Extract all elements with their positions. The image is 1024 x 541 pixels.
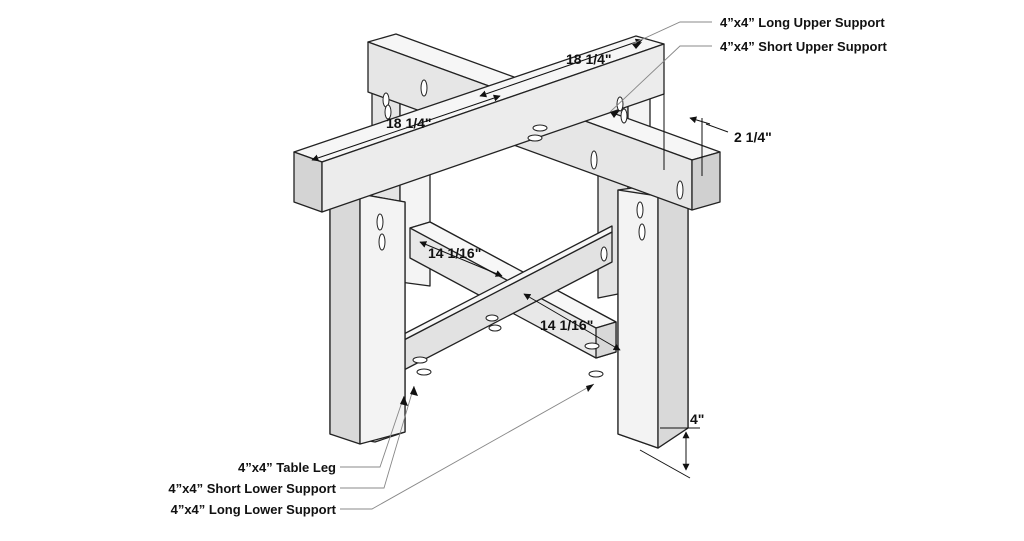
dim-lower-left: 14 1/16"	[428, 245, 482, 261]
leader-short-lower	[340, 385, 415, 489]
callout-short-upper-support: 4”x4” Short Upper Support	[720, 39, 887, 54]
dim-upper-back: 18 1/4"	[566, 51, 612, 67]
dim-post-width: 4"	[690, 411, 705, 427]
dim-upper-front: 18 1/4"	[386, 115, 432, 131]
leader-long-upper	[631, 21, 712, 45]
dim-line-upper-back	[479, 38, 643, 98]
front-left-leg	[329, 193, 406, 445]
callout-table-leg: 4”x4” Table Leg	[237, 460, 336, 475]
dim-end-offset: 2 1/4"	[734, 129, 772, 145]
leader-table-leg	[340, 395, 405, 468]
dim-line-end-offset	[689, 116, 711, 125]
leader-long-lower	[340, 383, 595, 510]
dim-line-lower-left	[419, 241, 503, 277]
dim-line-upper-front	[311, 94, 501, 162]
front-right-leg	[617, 183, 689, 449]
dim-lower-right: 14 1/16"	[540, 317, 594, 333]
callout-short-lower-support: 4”x4” Short Lower Support	[168, 481, 336, 496]
leader-short-upper	[609, 45, 712, 113]
callout-long-lower-support: 4”x4” Long Lower Support	[170, 502, 336, 517]
callout-long-upper-support: 4”x4” Long Upper Support	[720, 15, 885, 30]
dim-line-lower-right	[523, 293, 621, 351]
